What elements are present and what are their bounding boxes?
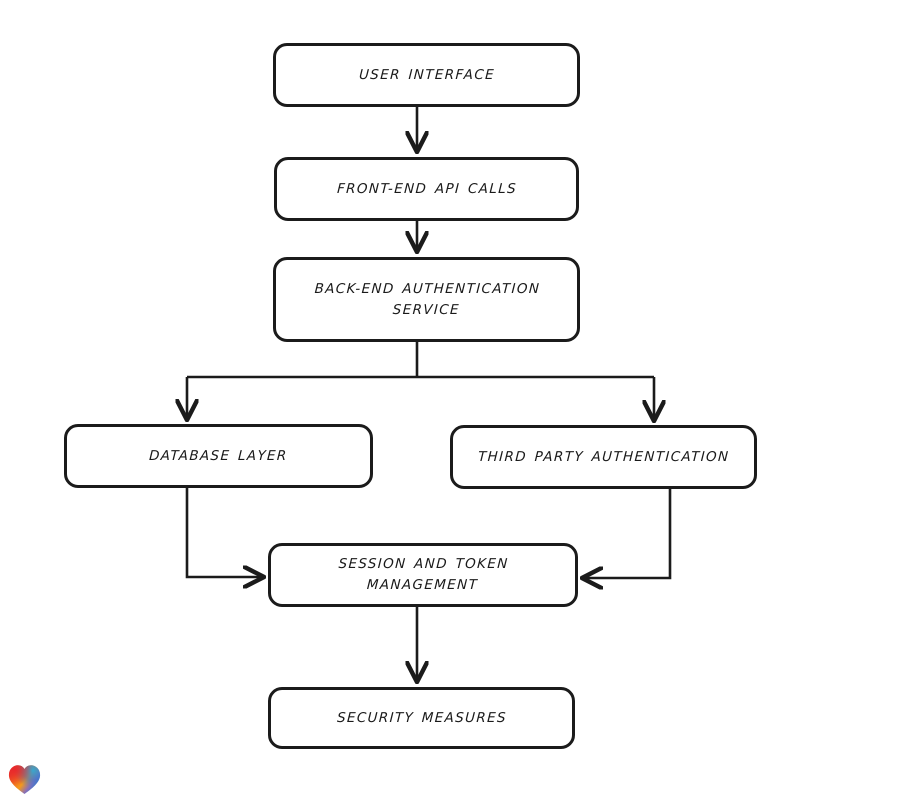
node-database-layer[interactable]: Database Layer: [64, 424, 373, 488]
connector-thirdparty-to-session: [584, 489, 672, 578]
node-label-back-end-authentication-service: Back-End Authentication Service: [313, 280, 541, 318]
node-label-database-layer: Database Layer: [148, 447, 289, 464]
node-back-end-authentication-service[interactable]: Back-End Authentication Service: [273, 257, 580, 342]
node-label-front-end-api-calls: Front-End API Calls: [336, 180, 517, 197]
node-label-session-and-token-management: Session and Token Management: [338, 556, 510, 593]
heart-icon[interactable]: [8, 764, 41, 795]
node-session-and-token-management[interactable]: Session and Token Management: [268, 543, 578, 607]
node-third-party-authentication[interactable]: Third Party Authentication: [450, 425, 757, 489]
connector-database-to-session: [185, 488, 262, 577]
node-label-third-party-authentication: Third Party Authentication: [477, 448, 730, 465]
node-label-user-interface: User Interface: [358, 66, 495, 83]
node-label-security-measures: Security Measures: [336, 709, 507, 726]
node-security-measures[interactable]: Security Measures: [268, 687, 575, 749]
node-front-end-api-calls[interactable]: Front-End API Calls: [274, 157, 579, 221]
node-user-interface[interactable]: User Interface: [273, 43, 580, 107]
